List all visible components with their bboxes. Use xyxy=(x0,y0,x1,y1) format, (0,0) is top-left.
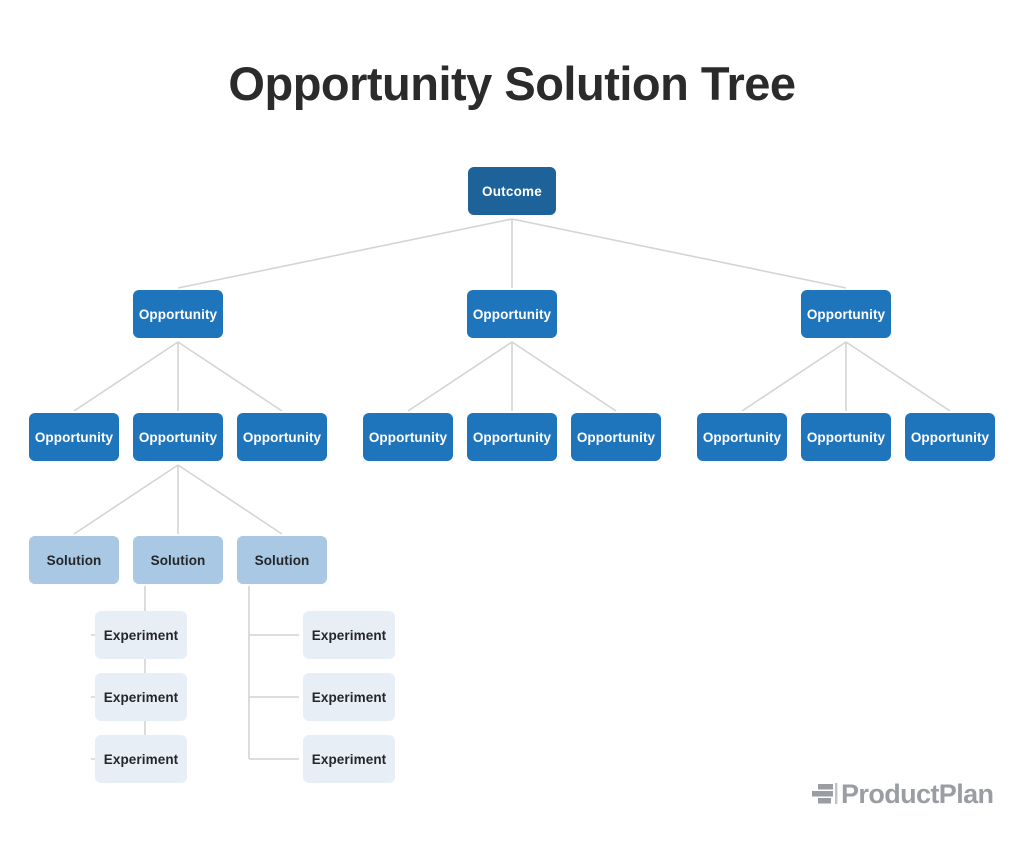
node-label: Opportunity xyxy=(34,429,114,445)
node-label: Experiment xyxy=(103,689,179,705)
node-label: Solution xyxy=(150,552,206,568)
node-label: Opportunity xyxy=(368,429,448,445)
node-label: Opportunity xyxy=(702,429,782,445)
node-label: Opportunity xyxy=(472,429,552,445)
node-label: Solution xyxy=(46,552,102,568)
connector-l3-l4-2 xyxy=(177,464,283,535)
node-label: Experiment xyxy=(311,751,387,767)
node-experiment-l5-3[interactable]: Experiment xyxy=(303,611,395,659)
connector-l2-0-l3-2 xyxy=(177,341,283,412)
node-label: Opportunity xyxy=(472,306,552,322)
node-opportunity-l3-3[interactable]: Opportunity xyxy=(363,413,453,461)
node-experiment-l5-2[interactable]: Experiment xyxy=(95,735,187,783)
node-label: Opportunity xyxy=(806,429,886,445)
connector-l3-l4-0 xyxy=(73,464,179,535)
node-label: Solution xyxy=(254,552,310,568)
node-label: Experiment xyxy=(311,627,387,643)
connector-l2-2-l3-0 xyxy=(741,341,847,412)
node-opportunity-l2-1[interactable]: Opportunity xyxy=(467,290,557,338)
connector-l2-0-l3-0 xyxy=(73,341,179,412)
node-label: Experiment xyxy=(103,751,179,767)
node-opportunity-l2-0[interactable]: Opportunity xyxy=(133,290,223,338)
node-label: Experiment xyxy=(103,627,179,643)
node-label: Outcome xyxy=(482,183,542,199)
node-solution-l4-1[interactable]: Solution xyxy=(133,536,223,584)
logo-text: ProductPlan xyxy=(841,778,994,809)
connector-l2-1-l3-0 xyxy=(407,341,513,412)
connector-l2-1-l3-2 xyxy=(511,341,617,412)
node-label: Opportunity xyxy=(138,306,218,322)
node-solution-l4-0[interactable]: Solution xyxy=(29,536,119,584)
node-solution-l4-2[interactable]: Solution xyxy=(237,536,327,584)
connector-l2-2-l3-2 xyxy=(845,341,951,412)
productplan-logo: ProductPlan xyxy=(812,778,994,809)
node-label: Opportunity xyxy=(138,429,218,445)
page-title: Opportunity Solution Tree xyxy=(228,57,796,110)
node-opportunity-l3-1[interactable]: Opportunity xyxy=(133,413,223,461)
node-opportunity-l3-7[interactable]: Opportunity xyxy=(801,413,891,461)
node-opportunity-l3-2[interactable]: Opportunity xyxy=(237,413,327,461)
node-opportunity-l3-0[interactable]: Opportunity xyxy=(29,413,119,461)
node-outcome-root-0[interactable]: Outcome xyxy=(468,167,556,215)
node-experiment-l5-5[interactable]: Experiment xyxy=(303,735,395,783)
node-label: Opportunity xyxy=(910,429,990,445)
connector-root-l2-2 xyxy=(511,218,847,289)
connector-root-l2-0 xyxy=(177,218,513,289)
node-label: Opportunity xyxy=(576,429,656,445)
node-label: Opportunity xyxy=(242,429,322,445)
node-experiment-l5-0[interactable]: Experiment xyxy=(95,611,187,659)
node-opportunity-l3-8[interactable]: Opportunity xyxy=(905,413,995,461)
node-opportunity-l3-5[interactable]: Opportunity xyxy=(571,413,661,461)
node-opportunity-l2-2[interactable]: Opportunity xyxy=(801,290,891,338)
node-label: Experiment xyxy=(311,689,387,705)
node-opportunity-l3-6[interactable]: Opportunity xyxy=(697,413,787,461)
node-label: Opportunity xyxy=(806,306,886,322)
node-opportunity-l3-4[interactable]: Opportunity xyxy=(467,413,557,461)
productplan-bars-logo xyxy=(812,783,838,804)
node-experiment-l5-1[interactable]: Experiment xyxy=(95,673,187,721)
node-experiment-l5-4[interactable]: Experiment xyxy=(303,673,395,721)
